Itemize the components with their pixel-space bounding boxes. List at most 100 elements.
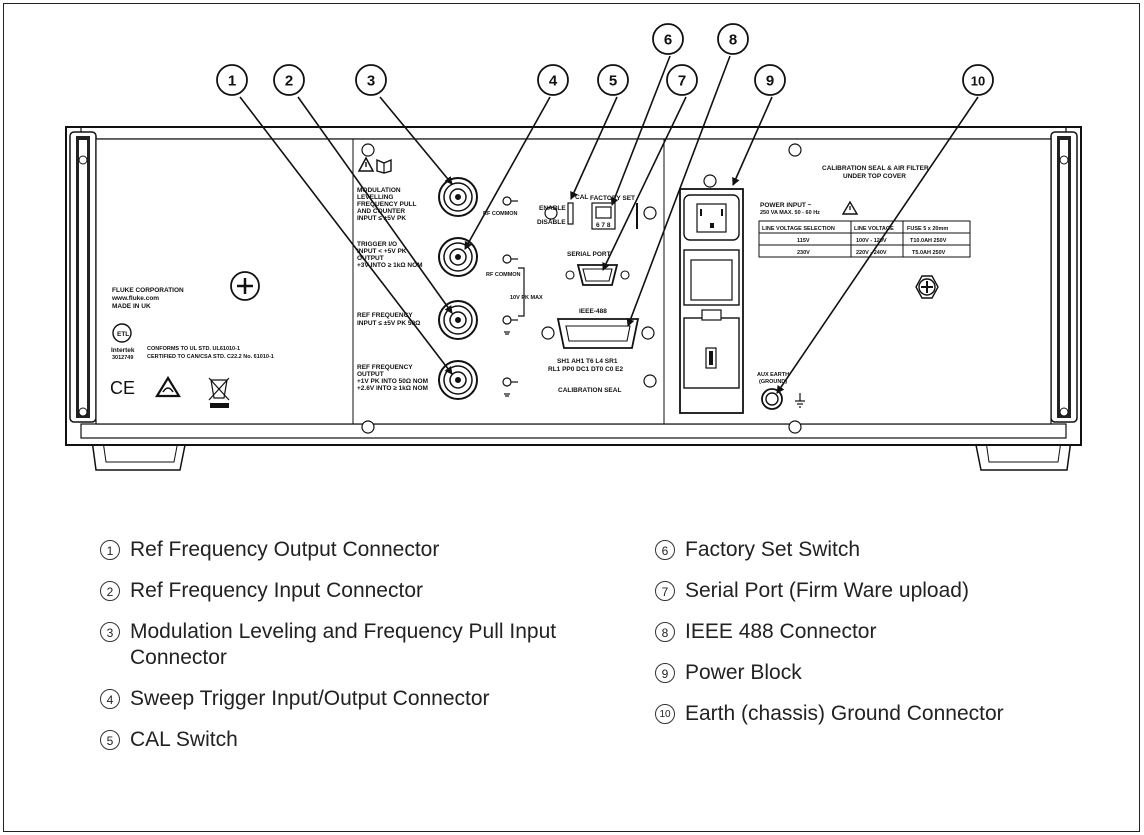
callout-6: 6 [652, 23, 684, 55]
legend-number: 9 [655, 663, 675, 683]
svg-text:+2.6V INTO ≥ 1kΩ NOM: +2.6V INTO ≥ 1kΩ NOM [357, 385, 428, 392]
svg-text:3: 3 [367, 73, 375, 90]
legend-text: Modulation Leveling and Frequency Pull I… [130, 620, 557, 669]
legend-item: 7 Serial Port (Firm Ware upload) [655, 578, 1135, 604]
switch-numbers: 6 7 8 [596, 222, 611, 229]
earth-ground-symbol-icon [795, 393, 805, 408]
power-rating-label: 250 VA MAX. 50 - 60 Hz [760, 210, 820, 216]
manual-book-icon [376, 158, 392, 174]
power-warning-icon [841, 200, 859, 215]
svg-text:LEVELLING: LEVELLING [357, 194, 393, 201]
legend-number: 5 [100, 730, 120, 750]
weee-bin-icon [208, 377, 230, 408]
conforms-line-2: CERTIFIED TO CAN/CSA STD. C22.2 No. 6101… [147, 354, 274, 360]
factory-set-switch[interactable] [591, 202, 638, 230]
legend-item: 1 Ref Frequency Output Connector [100, 537, 570, 563]
callout-10: 10 [962, 64, 994, 96]
fuse-row2-col3: T5.0AH 250V [912, 250, 946, 256]
legend-number: 6 [655, 540, 675, 560]
svg-text:4: 4 [549, 73, 558, 90]
made-in: MADE IN UK [112, 303, 151, 310]
callout-3: 3 [355, 64, 387, 96]
aux-earth-terminal[interactable] [761, 388, 783, 410]
svg-text:+1V PK INTO 50Ω NOM: +1V PK INTO 50Ω NOM [357, 378, 428, 385]
fuse-header-1: LINE VOLTAGE SELECTION [762, 226, 835, 232]
svg-text:INPUT ≤ ±5V PK 50Ω: INPUT ≤ ±5V PK 50Ω [357, 320, 420, 327]
fuse-row1-col3: T10.0AH 250V [910, 238, 947, 244]
svg-text:5: 5 [609, 73, 617, 90]
enable-label: ENABLE [539, 205, 566, 212]
legend-text: Earth (chassis) Ground Connector [685, 702, 1004, 725]
legend-number: 4 [100, 689, 120, 709]
rf-common-label-2: RF COMMON [486, 272, 521, 278]
svg-text:ETL: ETL [117, 331, 129, 338]
rcm-mark-icon [155, 375, 181, 398]
chassis-feet [91, 439, 1072, 471]
ref-input-bnc-connector[interactable] [438, 300, 478, 340]
legend-number: 1 [100, 540, 120, 560]
svg-text:10: 10 [971, 74, 985, 89]
top-note-2: UNDER TOP COVER [843, 173, 906, 180]
svg-text:FREQUENCY PULL: FREQUENCY PULL [357, 201, 416, 208]
legend-text: Ref Frequency Input Connector [130, 579, 423, 602]
svg-text:1: 1 [228, 73, 236, 90]
pk-max-label: 10V PK MAX [510, 295, 543, 301]
disable-label: DISABLE [537, 219, 566, 226]
legend-text: Ref Frequency Output Connector [130, 538, 440, 561]
legend-number: 2 [100, 581, 120, 601]
svg-text:8: 8 [729, 32, 737, 49]
top-note-1: CALIBRATION SEAL & AIR FILTER [822, 165, 929, 172]
svg-text:7: 7 [678, 73, 686, 90]
rf-common-label-1: RF COMMON [483, 211, 518, 217]
svg-text:OUTPUT: OUTPUT [357, 255, 384, 262]
legend-left-column: 1 Ref Frequency Output Connector 2 Ref Fre… [100, 537, 570, 768]
modulation-label: MODULATION LEVELLING FREQUENCY PULL AND … [357, 187, 416, 222]
legend-right-column: 6 Factory Set Switch 7 Serial Port (Firm W… [655, 537, 1135, 742]
etl-listed-logo: ETL [112, 323, 132, 343]
cal-switch[interactable] [544, 202, 574, 225]
legend-number: 8 [655, 622, 675, 642]
conforms-line-1: CONFORMS TO UL STD. UL61010-1 [147, 346, 240, 352]
legend-text: IEEE 488 Connector [685, 620, 877, 643]
aux-earth-label-2: (GROUND) [759, 379, 787, 385]
svg-text:REF FREQUENCY: REF FREQUENCY [357, 364, 413, 371]
ieee-codes-1: SH1 AH1 T6 L4 SR1 [557, 358, 618, 365]
legend-text: Factory Set Switch [685, 538, 861, 561]
fuse-header-2: LINE VOLTAGE [854, 226, 894, 232]
fuse-row1-col2: 100V - 120V [856, 238, 887, 244]
rf-common-terminals [502, 196, 525, 397]
legend-item: 8 IEEE 488 Connector [655, 619, 1135, 645]
modulation-bnc-connector[interactable] [438, 177, 478, 217]
trigger-io-label: TRIGGER I/O INPUT < +5V PK OUTPUT +3V IN… [357, 241, 423, 269]
legend-text: Serial Port (Firm Ware upload) [685, 579, 969, 602]
legend-item: 10 Earth (chassis) Ground Connector [655, 701, 1135, 727]
legend-text: Sweep Trigger Input/Output Connector [130, 687, 490, 710]
svg-text:6: 6 [664, 32, 672, 49]
svg-text:MODULATION: MODULATION [357, 187, 401, 194]
svg-text:INPUT < +5V PK: INPUT < +5V PK [357, 248, 407, 255]
callout-5: 5 [597, 64, 629, 96]
legend-text: CAL Switch [130, 728, 238, 751]
power-input-label: POWER INPUT ~ [760, 202, 812, 209]
ref-output-bnc-connector[interactable] [438, 360, 478, 400]
legend-number: 7 [655, 581, 675, 601]
ref-freq-output-label: REF FREQUENCY OUTPUT +1V PK INTO 50Ω NOM… [357, 364, 428, 392]
trigger-bnc-connector[interactable] [438, 237, 478, 277]
ieee-label: IEEE-488 [579, 308, 607, 315]
legend-text: Power Block [685, 661, 802, 684]
svg-text:AND COUNTER: AND COUNTER [357, 208, 405, 215]
cert-id: 3012749 [112, 355, 133, 361]
legend-item: 4 Sweep Trigger Input/Output Connector [100, 686, 570, 712]
rear-panel-diagram: FLUKE CORPORATION www.fluke.com MADE IN … [65, 23, 1082, 471]
callout-leaders [239, 55, 979, 394]
svg-text:9: 9 [766, 73, 774, 90]
hex-terminal-icon [915, 275, 939, 299]
ieee-488-connector[interactable] [541, 318, 655, 349]
company-name: FLUKE CORPORATION [112, 287, 184, 294]
ce-mark: CE [110, 378, 135, 398]
power-block[interactable] [679, 188, 744, 414]
svg-text:REF FREQUENCY: REF FREQUENCY [357, 312, 413, 319]
legend-number: 10 [655, 704, 675, 724]
svg-text:+3V INTO ≥ 1kΩ NOM: +3V INTO ≥ 1kΩ NOM [357, 262, 423, 269]
